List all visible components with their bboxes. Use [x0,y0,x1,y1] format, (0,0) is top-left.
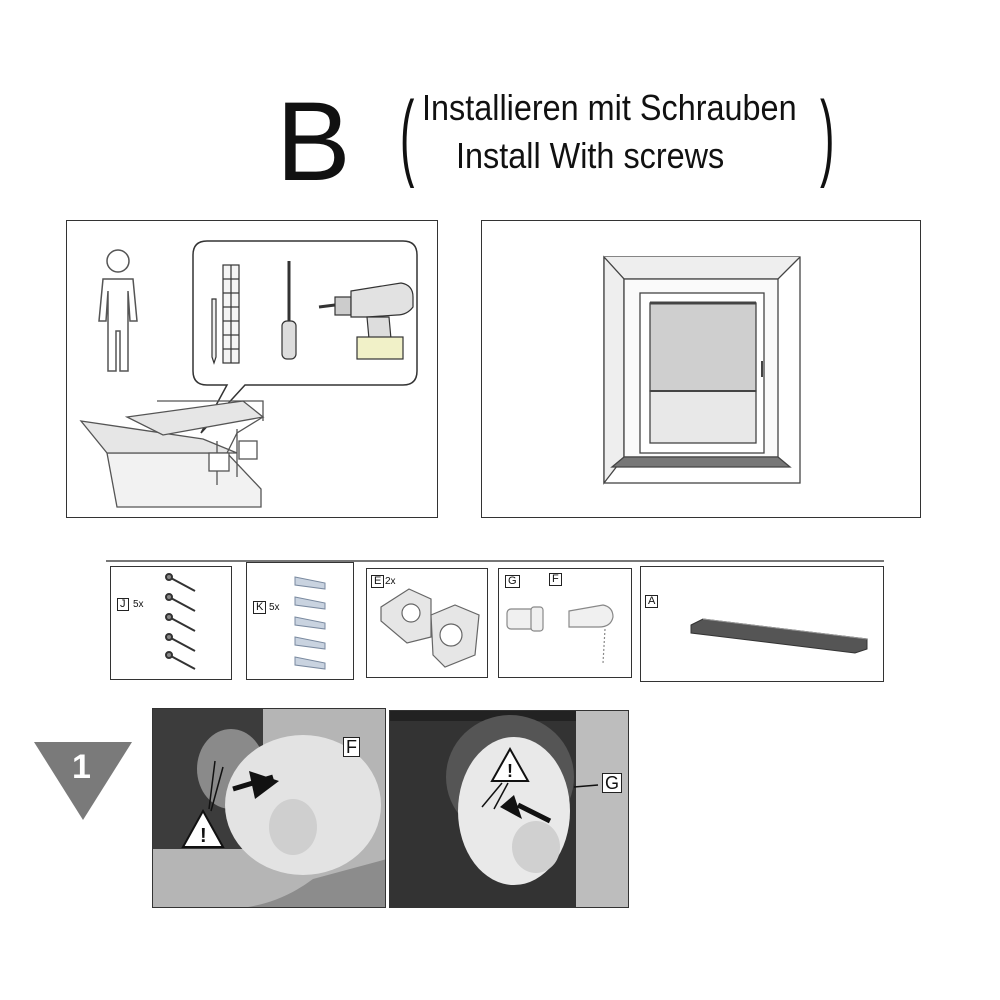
part-quantity: 5x [269,602,280,613]
close-parenthesis: ) [820,82,835,189]
folding-ruler-icon [222,264,240,364]
screws-icon [165,573,196,670]
step-number: 1 [72,748,91,786]
pencil-icon [211,298,217,365]
part-quantity: 2x [385,576,396,587]
title-german: Installieren mit Schrauben [422,87,797,128]
part-quantity: 5x [133,599,144,610]
part-label: J [117,598,129,611]
window-sill [610,456,792,468]
part-a-box: A [640,566,884,682]
warning-icon [181,808,225,848]
photo-part-label: F [343,737,360,757]
part-k-box: K 5x [246,562,354,680]
screwdriver-icon [281,261,297,360]
step-triangle-icon [34,742,132,820]
tools-panel [66,220,438,518]
part-label: F [549,573,562,586]
warning-icon [490,746,530,782]
window-glass [649,390,757,444]
photo-illustration-g: ! [390,711,628,907]
photo-illustration-f: ! [153,709,385,907]
toolbox-icon [79,400,265,508]
part-label: K [253,601,267,614]
part-e-box: E 2x [366,568,488,678]
open-parenthesis: ( [400,82,415,189]
part-label: E [371,575,385,588]
roller-blind [649,302,757,392]
step-badge: 1 [32,740,134,822]
end-caps-icon [506,604,614,664]
photo-part-label: G [602,773,623,793]
part-gf-box: G F [498,568,632,678]
wall-plugs-icon [294,576,326,670]
photo-insert-end-cap-g: ! G [389,710,629,908]
title-english: Install With screws [456,135,725,176]
svg-text:!: ! [507,761,513,781]
part-label: A [645,595,659,608]
photo-insert-end-cap-f: ! F [152,708,386,908]
svg-text:!: ! [200,825,207,847]
drill-icon [318,282,414,360]
window-panel [481,220,921,518]
window-illustration [603,255,801,485]
parts-divider [106,560,884,562]
section-letter: B [276,79,351,204]
tools-illustration [79,240,418,508]
roller-tube-icon [690,618,868,654]
brackets-icon [380,588,480,668]
part-label: G [505,575,520,588]
part-j-box: J 5x [110,566,232,680]
person-icon [98,249,138,372]
